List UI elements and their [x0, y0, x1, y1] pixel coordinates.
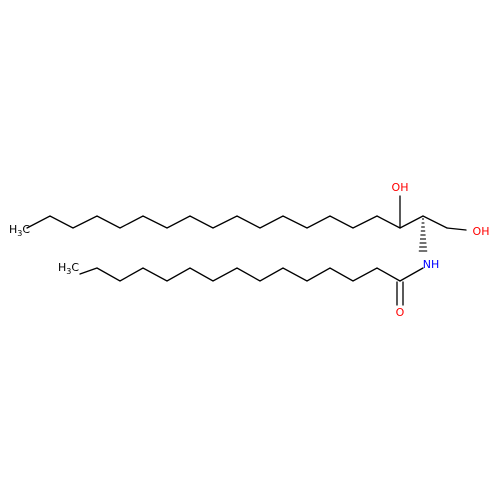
label-hydroxyl-right: OH	[473, 225, 490, 238]
bond-layer	[26, 195, 467, 306]
atom-labels: OH OH NH O H3C H3C	[9, 181, 489, 319]
lower-alkyl-chain	[79, 267, 401, 282]
label-methyl-upper: H3C	[9, 223, 30, 238]
hashed-wedge-bond	[418, 218, 428, 252]
label-hydroxyl-upper: OH	[392, 181, 409, 194]
bond-n-to-carbonyl	[399, 267, 424, 282]
bond-c1-to-oh	[446, 227, 467, 231]
label-methyl-lower: H3C	[58, 261, 79, 276]
bond-c2-to-c1	[422, 215, 448, 229]
label-amide-nitrogen: NH	[423, 258, 440, 271]
bond-chain-to-c3	[376, 215, 401, 229]
upper-alkyl-chain	[26, 215, 378, 229]
label-carbonyl-oxygen: O	[396, 306, 405, 319]
bond-c3-to-c2	[399, 215, 424, 229]
